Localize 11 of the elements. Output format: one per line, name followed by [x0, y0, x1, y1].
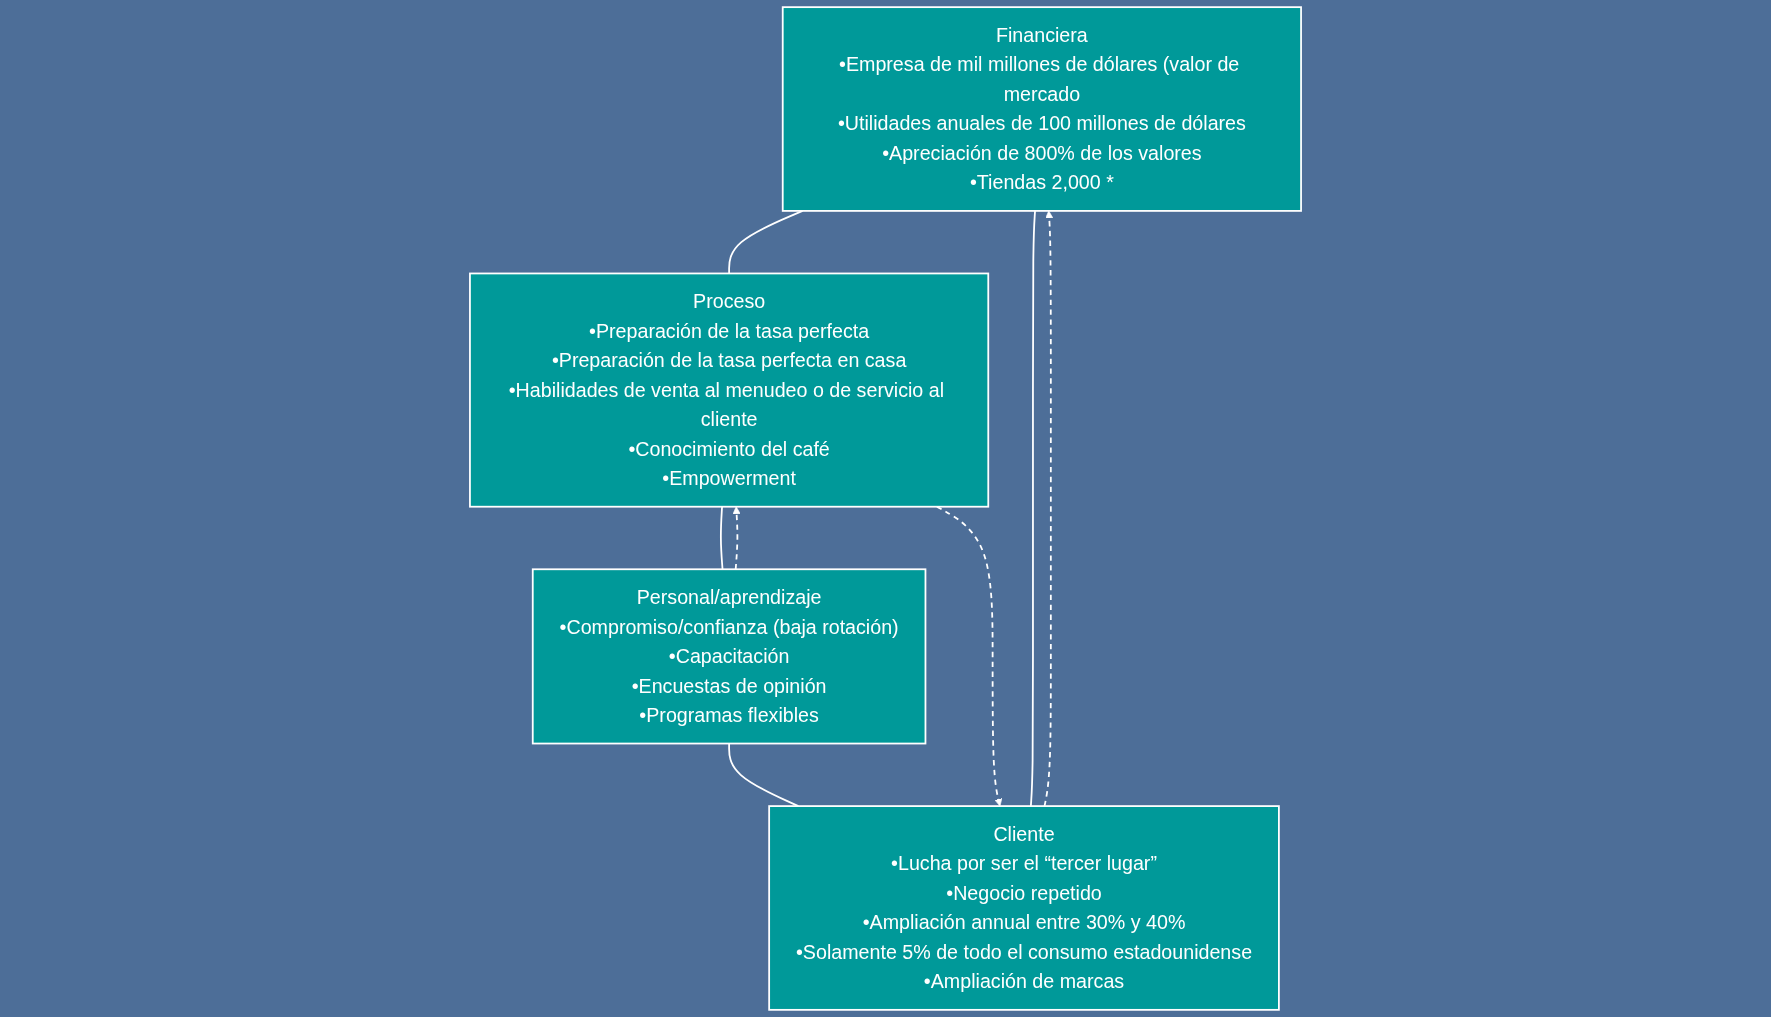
node-box: Financiera •Empresa de mil millones de dólares (valor de mercado •Utilidades anuales de 100 millones de dólares •Apreciación de 800% de los valores •Tiendas 2,000 *: [781, 6, 1302, 212]
node-box: Personal/aprendizaje •Compromiso/confianza (baja rotación) •Capacitación •Encuestas de opinión •Programas flexibles: [531, 568, 927, 745]
connector: [1029, 210, 1036, 807]
node-box: Cliente •Lucha por ser el “tercer lugar” •Negocio repetido •Ampliación annual entre 30% y 40% •Solamente 5% de todo el consumo estadounidense •Ampliación de marcas: [768, 805, 1280, 1011]
arrow: [936, 505, 1003, 807]
node-box: Proceso •Preparación de la tasa perfecta •Preparación de la tasa perfecta en casa •Habilidades de venta al menudeo o de servicio al cliente •Conocimiento del café •Empowerment: [469, 272, 990, 508]
arrow: [1043, 210, 1054, 807]
connector: [728, 742, 800, 807]
connector: [728, 210, 804, 275]
arrow: [732, 506, 741, 571]
connector: [719, 505, 724, 571]
